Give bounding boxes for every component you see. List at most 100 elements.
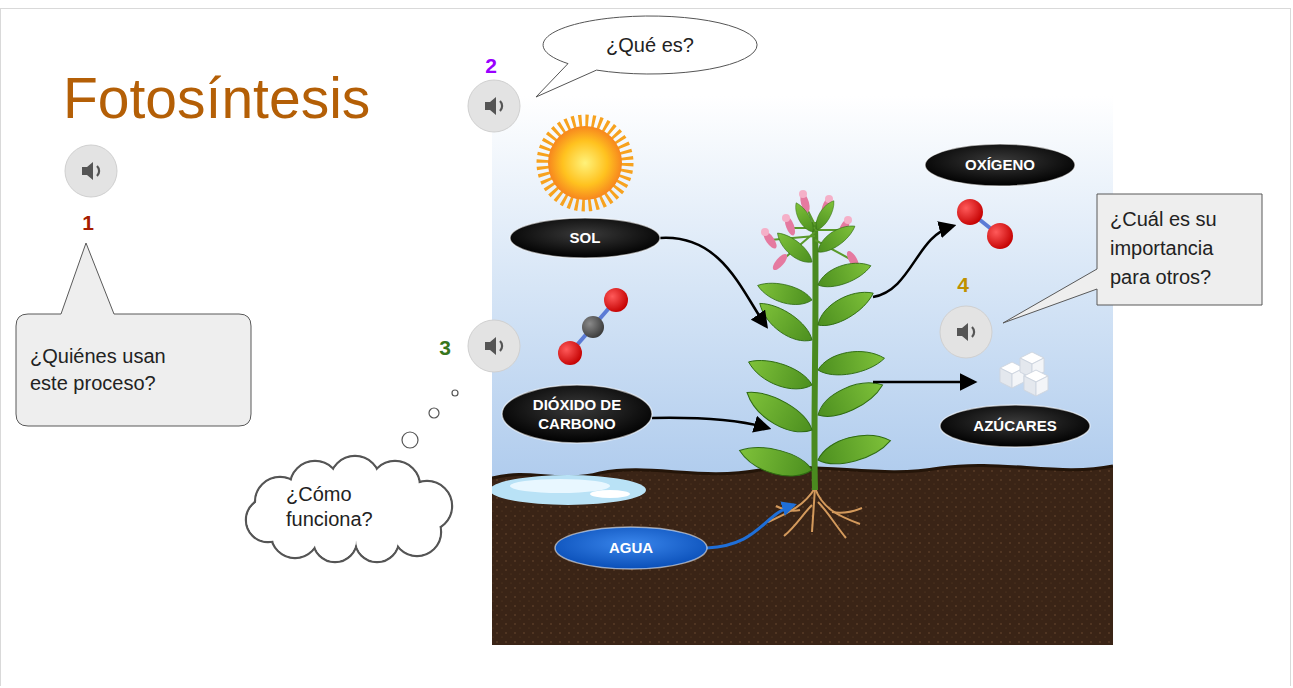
oxygen-atom xyxy=(957,199,983,225)
stem xyxy=(814,222,815,490)
label-oval: AGUA xyxy=(555,527,707,569)
leaf xyxy=(812,283,877,333)
callout-number: 4 xyxy=(957,273,969,297)
plant-roots xyxy=(768,488,862,538)
callout-number: 2 xyxy=(485,54,497,78)
leaf xyxy=(815,256,874,292)
label-oval: SOL xyxy=(510,218,660,258)
thought-bubble: ¿Cómo funciona? xyxy=(240,462,460,558)
node-label: AGUA xyxy=(609,539,653,557)
cube-side xyxy=(1000,368,1012,388)
cloud-outline xyxy=(246,456,452,562)
speaker-button xyxy=(940,306,992,358)
callout-number: 1 xyxy=(82,211,94,235)
sugar-cubes xyxy=(1000,352,1048,396)
oxygen-atom xyxy=(987,223,1013,249)
speaker-icon xyxy=(82,162,93,180)
root xyxy=(812,488,815,532)
oval-outline xyxy=(555,527,707,569)
node-text-holder: DIÓXIDO DE CARBONO xyxy=(502,385,652,443)
plant xyxy=(736,190,893,490)
oxygen-atom xyxy=(604,288,628,312)
node-outline xyxy=(502,385,652,443)
leaf xyxy=(744,353,815,396)
thought-dots xyxy=(402,390,458,448)
sun-rays xyxy=(543,121,627,205)
callout-number: 3 xyxy=(439,336,451,360)
button-circle xyxy=(468,320,520,372)
oxygen-molecule xyxy=(957,199,1013,249)
cube-side xyxy=(1024,376,1036,396)
oval-outline xyxy=(510,218,660,258)
oxygen-atom xyxy=(558,341,582,365)
node-text-holder: SOL xyxy=(510,218,660,258)
root xyxy=(832,508,862,513)
carbon-dioxide-molecule xyxy=(558,288,628,365)
node-text-holder: ¿Cuál es su importancia para otros? xyxy=(1110,205,1240,292)
node-label: DIÓXIDO DE CARBONO xyxy=(517,395,637,433)
speaker-icon xyxy=(485,337,496,355)
thought-dot xyxy=(429,408,439,418)
sunlight-arrow xyxy=(660,238,766,326)
node-text-holder: ¿Cómo funciona? xyxy=(286,482,386,532)
flower-bloom xyxy=(761,228,769,236)
node-text-holder: OXÍGENO xyxy=(925,144,1075,186)
sound-wave xyxy=(97,166,99,176)
thought-dot xyxy=(452,390,458,396)
node-label: AZÚCARES xyxy=(973,417,1056,435)
label-oval: AZÚCARES xyxy=(940,405,1090,447)
process-arrows xyxy=(652,226,974,548)
button-circle xyxy=(65,145,117,197)
node-outline xyxy=(16,314,251,426)
illustration-scene xyxy=(492,96,1113,645)
cloud-core xyxy=(266,481,430,541)
sound-wave xyxy=(972,327,974,337)
leaves xyxy=(736,198,893,483)
oval-outline xyxy=(502,385,652,443)
node-text-holder: AZÚCARES xyxy=(940,405,1090,447)
flower-bloom xyxy=(799,190,807,198)
node-text-holder: ¿Quiénes usan este proceso? xyxy=(30,343,195,397)
flower-bloom xyxy=(844,216,852,224)
leaf xyxy=(740,383,817,441)
puddle-highlight xyxy=(510,479,610,493)
label-oval: DIÓXIDO DE CARBONO xyxy=(502,385,652,443)
bubble-text: ¿Quiénes usan este proceso? xyxy=(30,343,195,397)
speech-bubble: ¿Qué es? xyxy=(542,15,758,75)
sky xyxy=(492,96,1113,645)
flower xyxy=(771,252,790,272)
root xyxy=(818,502,846,538)
sound-wave xyxy=(500,341,502,351)
cloud-fill xyxy=(247,457,451,561)
sound-wave xyxy=(500,101,502,111)
node-text-holder: AGUA xyxy=(555,527,707,569)
leaf xyxy=(815,428,894,471)
speech-bubble: ¿Cuál es su importancia para otros? xyxy=(1097,194,1262,305)
label-oval: OXÍGENO xyxy=(925,144,1075,186)
water-arrow xyxy=(707,505,794,548)
co2-arrow xyxy=(652,418,768,428)
carbon-atom xyxy=(582,316,604,338)
bubble-text: ¿Cómo funciona? xyxy=(286,482,386,532)
sun-disc xyxy=(548,126,622,200)
speaker-button xyxy=(468,80,520,132)
puddle-highlight xyxy=(590,490,630,498)
button-circle xyxy=(940,306,992,358)
node-label: SOL xyxy=(570,229,601,247)
node-label: OXÍGENO xyxy=(965,156,1035,174)
speaker-button xyxy=(65,145,117,197)
speech-bubble: ¿Quiénes usan este proceso? xyxy=(16,314,251,426)
puddle xyxy=(492,475,646,505)
oxygen-arrow xyxy=(873,226,953,297)
node-text-holder: ¿Qué es? xyxy=(542,15,758,75)
oval-outline xyxy=(940,405,1090,447)
bubble-outline xyxy=(16,243,251,426)
water-puddle xyxy=(492,475,646,505)
slide-title: Fotosíntesis xyxy=(63,70,370,127)
cube-side xyxy=(1036,376,1048,396)
flower-bloom xyxy=(782,214,790,222)
speaker-icon xyxy=(957,323,968,341)
sugar-arrow xyxy=(873,381,974,384)
bubble-outline xyxy=(536,16,757,97)
